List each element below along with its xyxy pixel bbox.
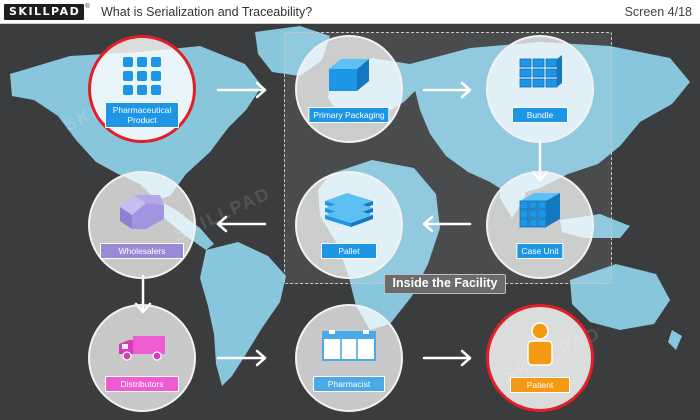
arrow-right-icon (216, 349, 267, 367)
inside-facility-label: Inside the Facility (384, 274, 506, 294)
logo-registered-mark: ® (85, 4, 90, 10)
pallet-stack-icon (325, 193, 373, 227)
bundle-icon (519, 55, 562, 88)
node-case-unit[interactable]: Case Unit (486, 171, 594, 279)
node-pharmacist[interactable]: Pharmacist (295, 304, 403, 412)
node-bundle[interactable]: Bundle (486, 35, 594, 143)
node-label: Distributors (105, 376, 179, 392)
node-label: Bundle (512, 107, 568, 123)
logo-text: SKILLPAD (4, 4, 85, 20)
node-label: Pallet (321, 243, 377, 259)
arrow-left-icon (216, 215, 267, 233)
node-label: Pharmacist (313, 376, 385, 392)
node-label: Wholesalers (100, 243, 184, 259)
node-distributors[interactable]: Distributors (88, 304, 196, 412)
skillpad-logo: SKILLPAD ® (4, 4, 90, 20)
node-label: Case Unit (516, 243, 564, 259)
arrow-right-icon (422, 81, 472, 99)
page-title: What is Serialization and Traceability? (101, 5, 313, 19)
node-pharmaceutical-product[interactable]: Pharmaceutical Product (88, 35, 196, 143)
node-wholesalers[interactable]: Wholesalers (88, 171, 196, 279)
diagram-stage: SKILLPAD SKILLPAD SKILLPAD Inside the Fa… (0, 24, 700, 420)
person-icon (527, 322, 553, 366)
case-cube-icon (519, 193, 560, 228)
warehouse-icon (120, 195, 164, 229)
node-label: Pharmaceutical Product (105, 102, 179, 128)
storefront-icon (322, 330, 376, 361)
truck-icon (119, 336, 165, 361)
node-primary-packaging[interactable]: Primary Packaging (295, 35, 403, 143)
pill-grid-icon (123, 57, 161, 95)
box-icon (329, 59, 369, 91)
arrow-left-icon (422, 215, 472, 233)
arrow-right-icon (216, 81, 267, 99)
node-label: Patient (510, 377, 570, 393)
header-bar: SKILLPAD ® What is Serialization and Tra… (0, 0, 700, 24)
node-pallet[interactable]: Pallet (295, 171, 403, 279)
screen-counter: Screen 4/18 (624, 5, 692, 19)
node-label: Primary Packaging (308, 107, 390, 123)
arrow-right-icon (422, 349, 472, 367)
node-patient[interactable]: Patient (486, 304, 594, 412)
